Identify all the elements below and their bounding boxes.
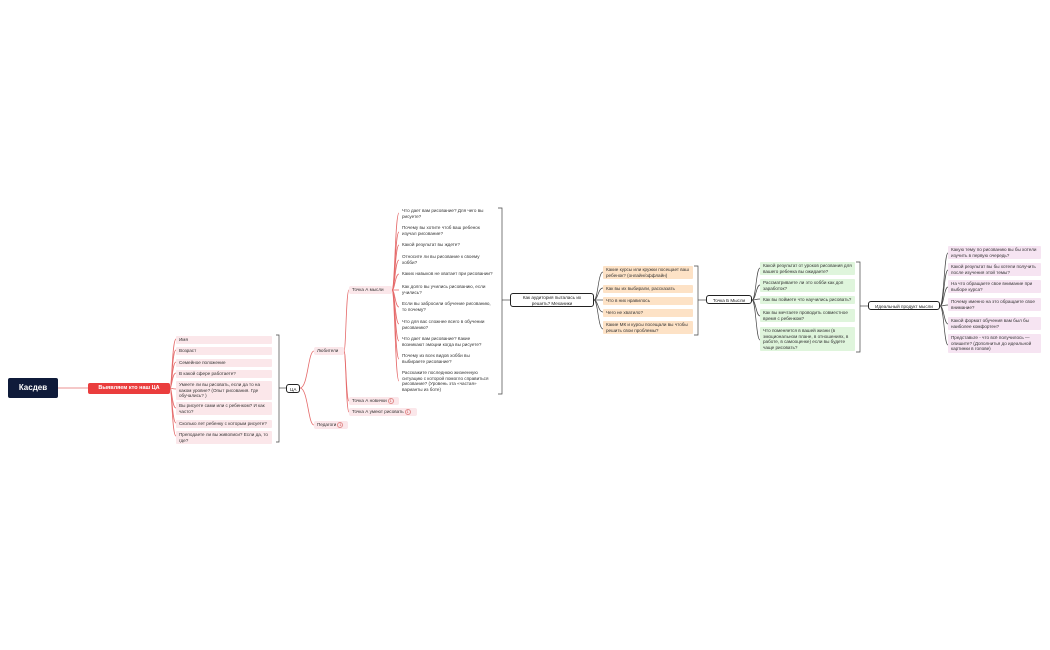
point-b-question[interactable]: Как вы поймете что научились рисовать? (760, 296, 855, 304)
solve-question[interactable]: Что в них нравилось (603, 297, 693, 305)
ideal-product-question[interactable]: Представьте - что всё получилось — опиши… (948, 334, 1041, 353)
solve-question[interactable]: Чего не хватило? (603, 309, 693, 317)
ideal-product-question[interactable]: Какой результат вы бы хотели получить по… (948, 263, 1041, 277)
pain-question[interactable]: Расскажите последнюю жизненную ситуацию … (402, 370, 489, 392)
profile-question[interactable]: Умеете ли вы рисовать, если да то на как… (176, 381, 272, 400)
pain-question[interactable]: Какой результат вы ждете? (402, 242, 460, 247)
solve-question[interactable]: Какие курсы или кружки посещает ваш ребе… (603, 266, 693, 280)
pain-question[interactable]: Как долго вы учились рисованию, если учи… (402, 284, 486, 295)
main-topic[interactable]: Выявляем кто наш ЦА (88, 383, 170, 394)
how-solve-node[interactable]: Как аудитория пыталась их решить? Механи… (510, 293, 594, 307)
collapsed-count-badge[interactable]: 1 (387, 398, 394, 404)
ideal-product-question[interactable]: Какую тему по рисованию вы бы хотели изу… (948, 246, 1041, 260)
pain-question[interactable]: Каких навыков не хватает при рисовании? (402, 271, 493, 276)
point-b-question[interactable]: Что поменяется в вашей жизни (в эмоциона… (760, 327, 855, 352)
ideal-product-question[interactable]: Почему именно на это обращаете свое вним… (948, 298, 1041, 312)
profile-question[interactable]: В какой сфере работаете? (176, 370, 272, 378)
collapsed-count-badge[interactable]: 1 (337, 422, 344, 428)
profile-question[interactable]: Преподаете ли вы живописи? Если да, то г… (176, 431, 272, 445)
ca-node[interactable]: ЦА (286, 384, 300, 393)
profile-question[interactable]: Семейное положение (176, 359, 272, 367)
solve-question[interactable]: Какие МК и курсы посещали вы чтобы решит… (603, 321, 693, 335)
pain-question[interactable]: Если вы забросили обучение рисованию, то… (402, 301, 491, 312)
ideal-product-node[interactable]: Идеальный продукт мысли (868, 301, 940, 310)
profile-question[interactable]: Возраст (176, 347, 272, 355)
amateurs-node[interactable]: Любители (314, 347, 344, 355)
point-a-pain-node[interactable]: Точка А мысли (349, 286, 392, 294)
pain-question[interactable]: Почему из всех видов хобби вы выбираете … (402, 353, 470, 364)
point-b-node[interactable]: Точка Б Мысли (706, 295, 752, 304)
solve-question[interactable]: Как вы их выбирали, рассказать (603, 285, 693, 293)
point-b-question[interactable]: Какой результат от уроков рисования для … (760, 262, 855, 276)
pain-question[interactable]: Что дает вам рисование? Для чего вы рису… (402, 208, 484, 219)
profile-question[interactable]: Вы рисуете сами или с ребенком? И как ча… (176, 402, 272, 416)
teachers-label: Педагоги (317, 422, 337, 428)
profile-question[interactable]: Сколько лет ребенку с которым рисуете? (176, 420, 272, 428)
profile-question[interactable]: Имя (176, 336, 272, 344)
ideal-product-question[interactable]: Какой формат обучения вам был бы наиболе… (948, 317, 1041, 331)
point-a-newbie-label: Точка А новички (352, 398, 387, 404)
pain-question[interactable]: Что для вас сложнее всего в обучении рис… (402, 319, 485, 330)
root-topic[interactable]: Касдев (8, 378, 58, 398)
collapsed-count-badge[interactable]: 1 (404, 409, 411, 415)
point-b-question[interactable]: Рассматриваете ли это хобби как доп зара… (760, 279, 855, 293)
ideal-product-question[interactable]: На что обращаете свое внимание при выбор… (948, 280, 1041, 294)
point-a-can-draw-label: Точка А умеют рисовать (352, 409, 404, 415)
pain-question[interactable]: Почему вы хотите чтоб ваш ребенок изучал… (402, 225, 480, 236)
pain-question[interactable]: Относите ли вы рисование к своему хобби? (402, 254, 480, 265)
pain-question[interactable]: Что дает вам рисование? Какие возникают … (402, 336, 482, 347)
point-b-question[interactable]: Как вы мечтаете проводить совместное вре… (760, 309, 855, 323)
